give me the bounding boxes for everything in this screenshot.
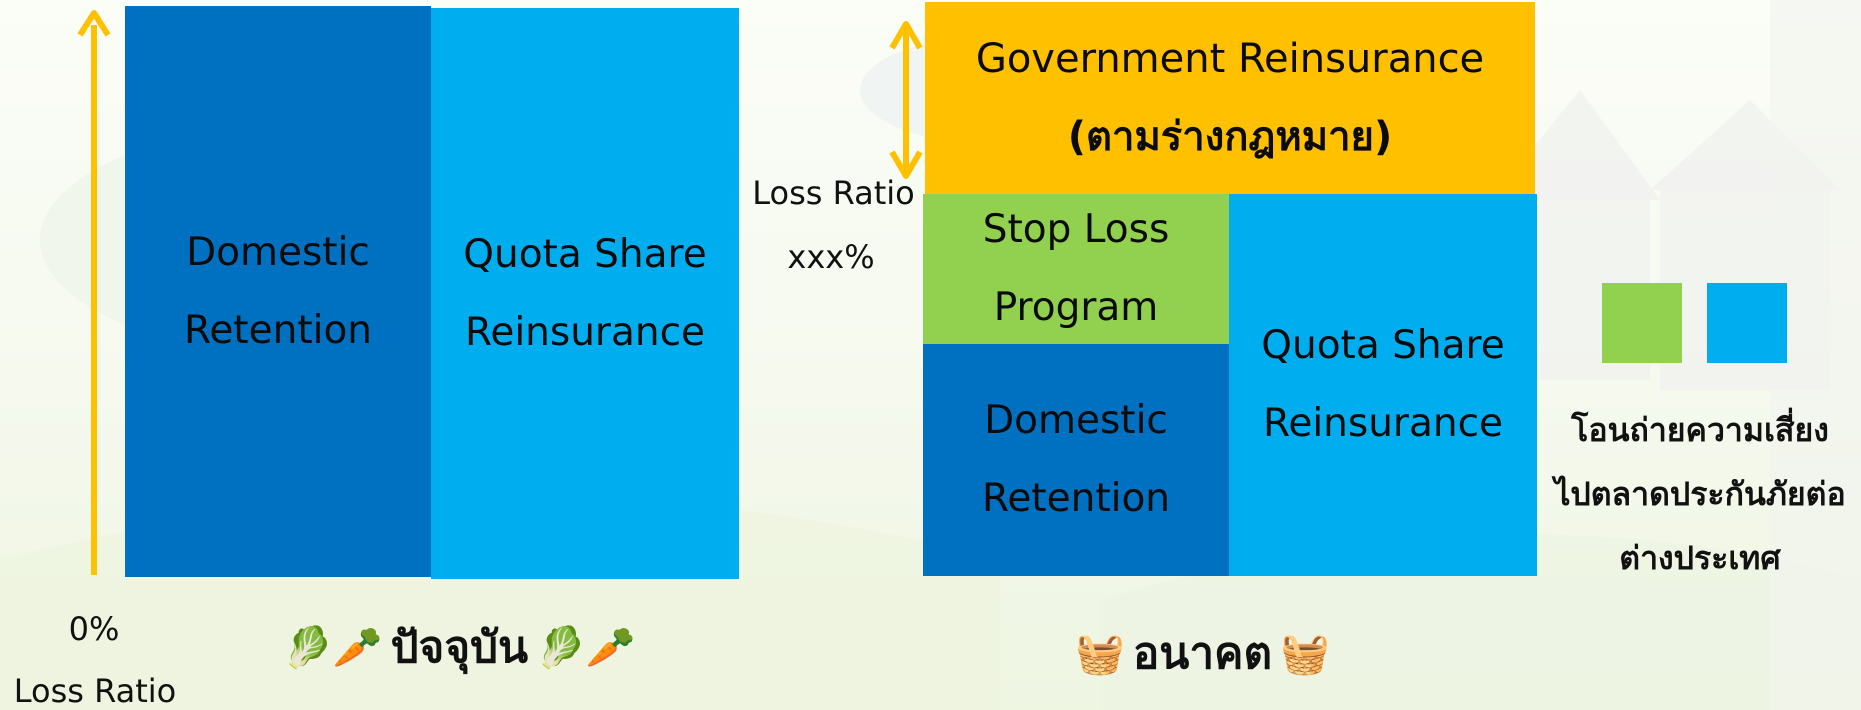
- future-quota-label-line2: Reinsurance: [1262, 401, 1504, 446]
- current-domestic-label-line1: Domestic: [186, 229, 370, 275]
- future-domestic-label-line2: Retention: [981, 476, 1171, 521]
- stop-loss-program-block: Stop Loss Program: [923, 194, 1229, 344]
- vegetables-icon: 🥬🥕: [536, 624, 636, 671]
- future-quota-label-line1: Quota Share: [1261, 323, 1505, 368]
- future-caption: 🧺 อนาคต 🧺: [1067, 618, 1338, 688]
- future-quota-share-block: Quota Share Reinsurance: [1229, 194, 1537, 576]
- future-domestic-label-line1: Domestic: [984, 398, 1168, 443]
- stop-loss-label-line1: Stop Loss: [982, 207, 1170, 252]
- current-quota-label-line2: Reinsurance: [464, 309, 706, 355]
- legend-line2: ไปตลาดประกันภัยต่อ: [1554, 475, 1846, 513]
- legend-line3: ต่างประเทศ: [1619, 539, 1781, 577]
- threshold-loss-ratio-label: Loss Ratio: [752, 174, 915, 212]
- basket-icon: 🧺: [1280, 630, 1330, 677]
- current-caption-text: ปัจจุบัน: [390, 622, 529, 673]
- current-domestic-retention-block: Domestic Retention: [125, 6, 431, 577]
- government-label-line2: (ตามร่างกฎหมาย): [1067, 114, 1393, 160]
- threshold-value-label: xxx%: [787, 238, 875, 276]
- vegetables-icon: 🥬🥕: [283, 624, 383, 671]
- legend-swatch-green: [1602, 283, 1682, 363]
- stop-loss-label-line2: Program: [993, 285, 1159, 330]
- government-layer-range-arrow: [889, 21, 923, 179]
- axis-loss-ratio-label: Loss Ratio: [13, 672, 177, 710]
- current-domestic-label-line2: Retention: [183, 307, 373, 353]
- current-quota-label-line1: Quota Share: [463, 231, 707, 277]
- basket-icon: 🧺: [1075, 630, 1125, 677]
- future-caption-text: อนาคต: [1132, 628, 1273, 679]
- government-reinsurance-block: Government Reinsurance (ตามร่างกฎหมาย): [925, 2, 1535, 194]
- legend-swatch-blue: [1707, 283, 1787, 363]
- government-label-line1: Government Reinsurance: [975, 36, 1485, 82]
- legend-line1: โอนถ่ายความเสี่ยง: [1571, 411, 1829, 449]
- future-domestic-retention-block: Domestic Retention: [923, 344, 1229, 576]
- current-caption: 🥬🥕 ปัจจุบัน 🥬🥕: [275, 612, 644, 682]
- loss-ratio-axis-arrow: [77, 10, 111, 575]
- legend-label: โอนถ่ายความเสี่ยง ไปตลาดประกันภัยต่อ ต่า…: [1540, 398, 1860, 590]
- axis-zero-percent-label: 0%: [68, 610, 120, 648]
- current-quota-share-block: Quota Share Reinsurance: [431, 8, 739, 579]
